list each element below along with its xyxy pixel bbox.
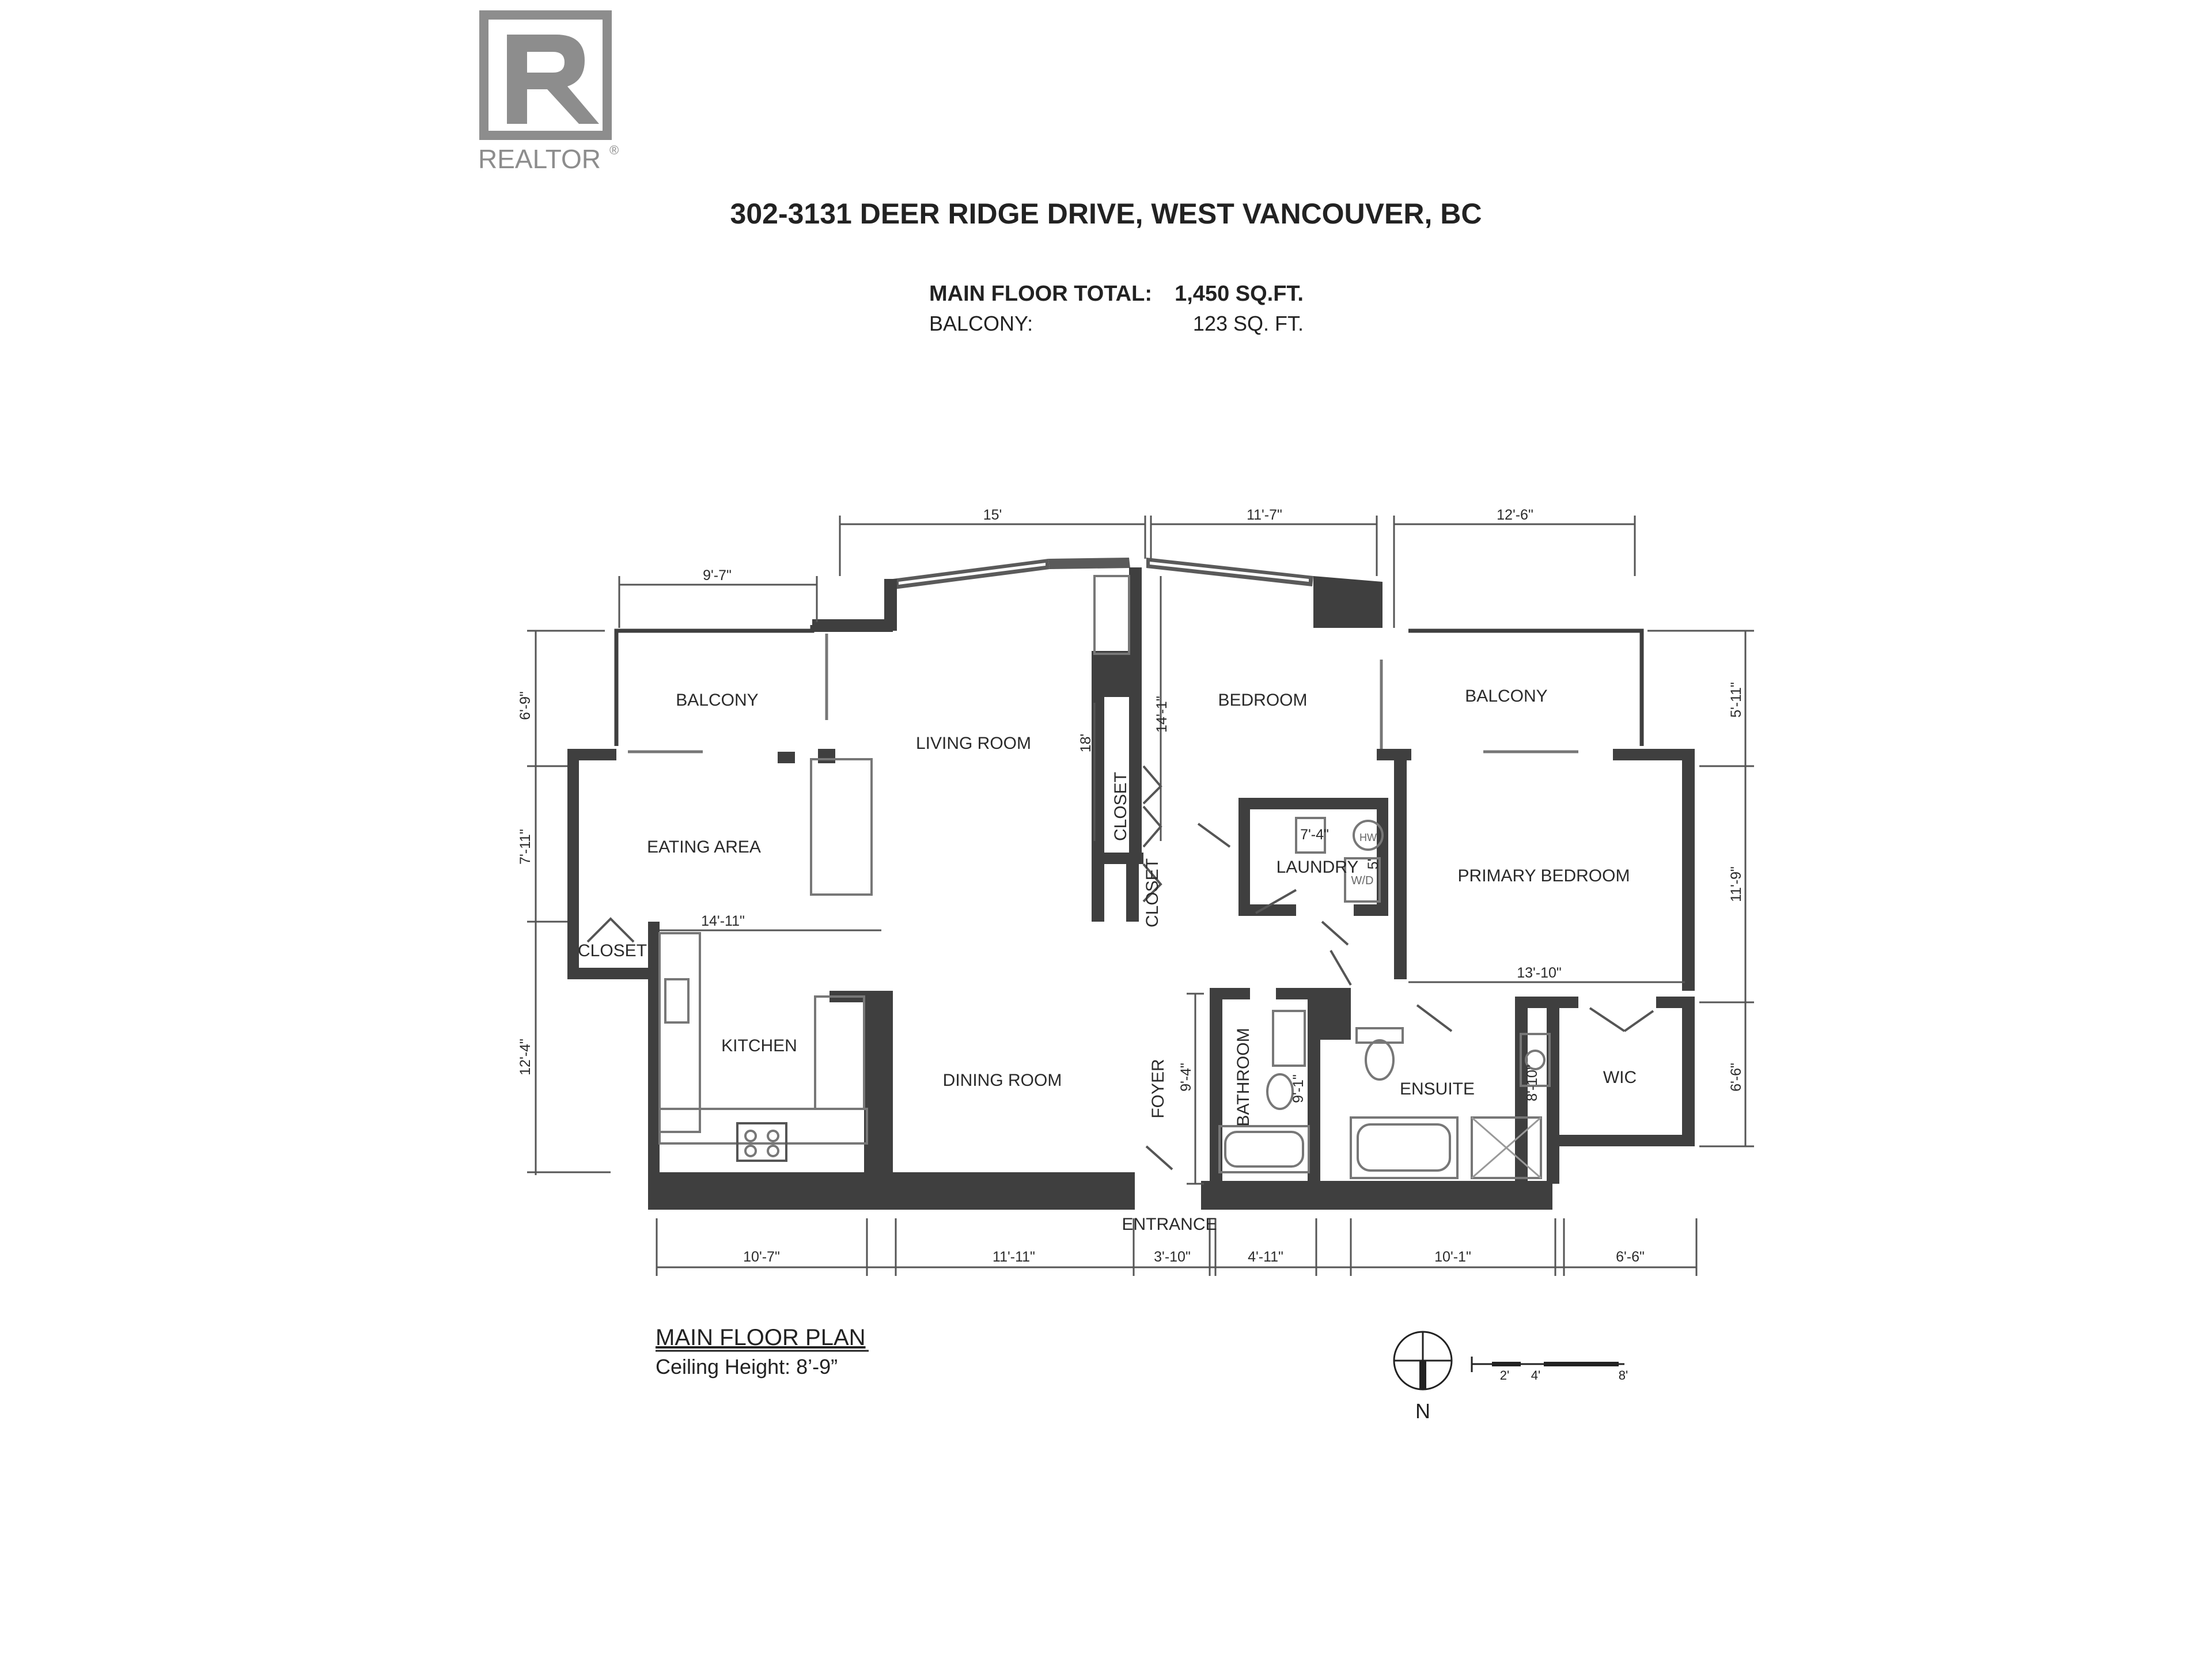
main-floor-value: 1,450 SQ.FT. xyxy=(1175,282,1304,306)
room-primary-bedroom: PRIMARY BEDROOM xyxy=(1458,866,1630,885)
balcony-area-label: BALCONY: xyxy=(929,312,1033,335)
scale-2: 2' xyxy=(1500,1368,1509,1382)
room-bathroom: BATHROOM xyxy=(1234,1028,1253,1126)
dim-balcony-9-7: 9'-7" xyxy=(703,567,732,584)
exterior-glazing xyxy=(614,558,1644,753)
room-living: LIVING ROOM xyxy=(916,734,1031,753)
dimension-lines xyxy=(527,516,1754,1276)
room-entrance: ENTRANCE xyxy=(1122,1215,1217,1234)
north-arrow-icon: N xyxy=(1393,1331,1453,1423)
realtor-logo-icon: REALTOR ® xyxy=(478,10,619,174)
logo-text: REALTOR xyxy=(478,144,601,174)
dim-bot-4-11: 4'-11" xyxy=(1248,1249,1283,1265)
fixture-hw: HW xyxy=(1359,832,1377,843)
dim-left-6-9: 6'-9" xyxy=(517,691,533,720)
room-eating-area: EATING AREA xyxy=(647,838,761,857)
dim-right-11-9: 11'-9" xyxy=(1728,866,1744,902)
main-floor-label: MAIN FLOOR TOTAL: xyxy=(929,282,1152,306)
dim-foyer-9-4: 9'-4" xyxy=(1178,1063,1194,1092)
dim-top-12-6: 12'-6" xyxy=(1497,507,1533,523)
room-closet-entry: CLOSET xyxy=(578,941,647,960)
room-closet-lower: CLOSET xyxy=(1143,858,1162,927)
fixture-wd: W/D xyxy=(1351,874,1374,887)
dim-ensuite-8-10: 8'-10" xyxy=(1524,1065,1540,1101)
balcony-area-value: 123 SQ. FT. xyxy=(1193,312,1304,335)
dim-laundry-7-4: 7'-4" xyxy=(1300,827,1329,843)
dim-bedroom-14-1: 14'-1" xyxy=(1154,696,1170,733)
room-closet-upper: CLOSET xyxy=(1111,772,1130,841)
room-balcony-right: BALCONY xyxy=(1465,687,1547,706)
dim-left-12-4: 12'-4" xyxy=(517,1039,533,1075)
dim-bot-10-7: 10'-7" xyxy=(743,1249,780,1265)
room-foyer: FOYER xyxy=(1149,1059,1168,1118)
ceiling-height: Ceiling Height: 8’-9” xyxy=(656,1355,838,1378)
room-labels: BALCONY LIVING ROOM EATING AREA CLOSET K… xyxy=(578,687,1637,1234)
room-kitchen: KITCHEN xyxy=(721,1036,797,1055)
plan-title: MAIN FLOOR PLAN xyxy=(656,1325,866,1350)
scale-4: 4' xyxy=(1531,1368,1540,1382)
dim-bot-10-1: 10'-1" xyxy=(1434,1249,1471,1265)
north-label: N xyxy=(1415,1399,1430,1423)
dim-bot-11-11: 11'-11" xyxy=(993,1249,1035,1265)
dim-left-7-11: 7'-11" xyxy=(517,829,533,865)
dimension-labels: 15' 11'-7" 12'-6" 9'-7" 6'-9" 7'-11" 12'… xyxy=(517,507,1744,1265)
room-dining: DINING ROOM xyxy=(943,1071,1062,1090)
room-wic: WIC xyxy=(1603,1068,1637,1087)
dim-eating-14-11: 14'-11" xyxy=(701,913,745,929)
scale-bar-icon: 2' 4' 8' xyxy=(1471,1357,1628,1382)
dim-bot-6-6: 6'-6" xyxy=(1616,1249,1645,1265)
room-ensuite: ENSUITE xyxy=(1400,1080,1475,1099)
room-balcony-left: BALCONY xyxy=(676,691,758,710)
logo-mark: ® xyxy=(609,143,619,157)
room-bedroom: BEDROOM xyxy=(1218,691,1307,710)
address-title: 302-3131 DEER RIDGE DRIVE, WEST VANCOUVE… xyxy=(730,198,1482,230)
dim-living-18: 18' xyxy=(1078,734,1094,753)
room-laundry: LAUNDRY xyxy=(1277,858,1359,877)
dim-top-15: 15' xyxy=(983,507,1002,523)
dim-bath-9-1: 9'-1" xyxy=(1290,1074,1306,1103)
dim-laundry-5: 5' xyxy=(1365,859,1381,870)
scale-8: 8' xyxy=(1619,1368,1628,1382)
fixtures xyxy=(658,575,1551,1179)
dim-right-5-11: 5'-11" xyxy=(1728,682,1744,718)
dim-right-6-6: 6'-6" xyxy=(1728,1063,1744,1092)
walls xyxy=(567,567,1695,1210)
dim-primary-13-10: 13'-10" xyxy=(1517,965,1562,981)
dim-top-11-7: 11'-7" xyxy=(1247,507,1282,523)
dim-bot-3-10: 3'-10" xyxy=(1154,1249,1191,1265)
